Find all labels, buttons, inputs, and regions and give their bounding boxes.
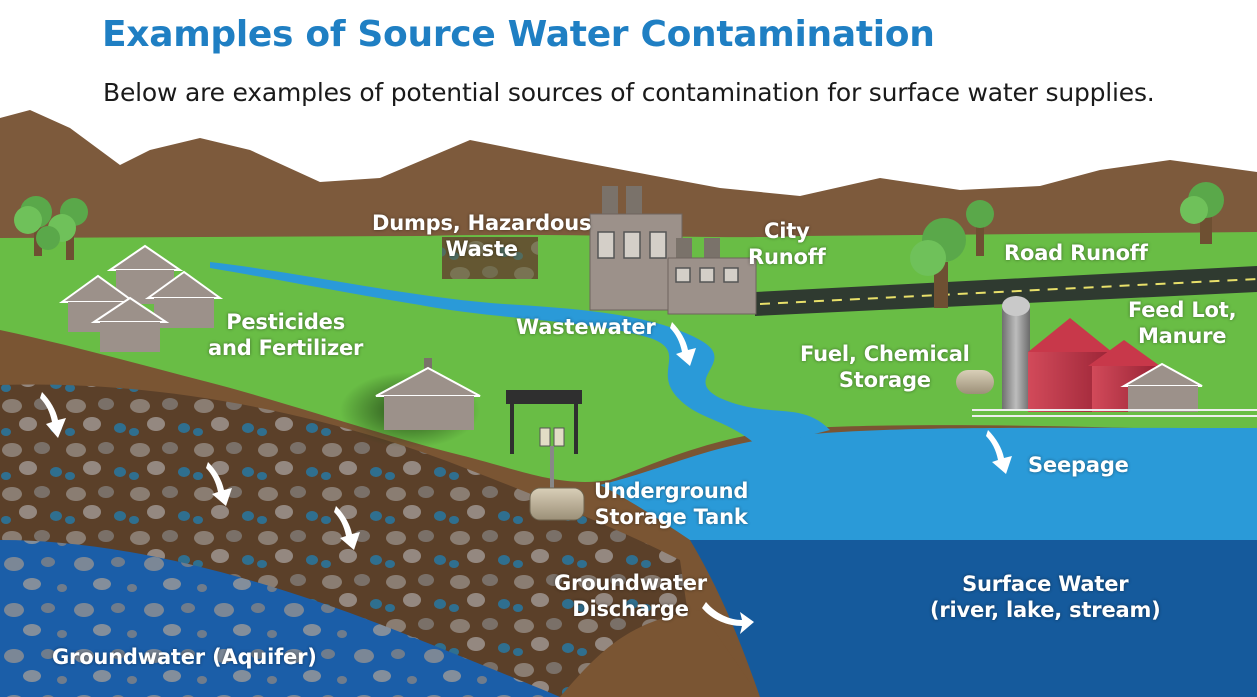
page-title: Examples of Source Water Contamination [102,14,935,55]
label-road-runoff: Road Runoff [1004,240,1148,266]
underground-storage-tank [530,488,584,520]
page-subtitle: Below are examples of potential sources … [103,78,1155,107]
label-feed-lot: Feed Lot,Manure [1128,297,1236,349]
label-surface-water: Surface Water(river, lake, stream) [930,571,1161,623]
label-groundwater-aquifer: Groundwater (Aquifer) [52,644,317,670]
label-wastewater: Wastewater [516,314,656,340]
label-seepage: Seepage [1028,452,1129,478]
